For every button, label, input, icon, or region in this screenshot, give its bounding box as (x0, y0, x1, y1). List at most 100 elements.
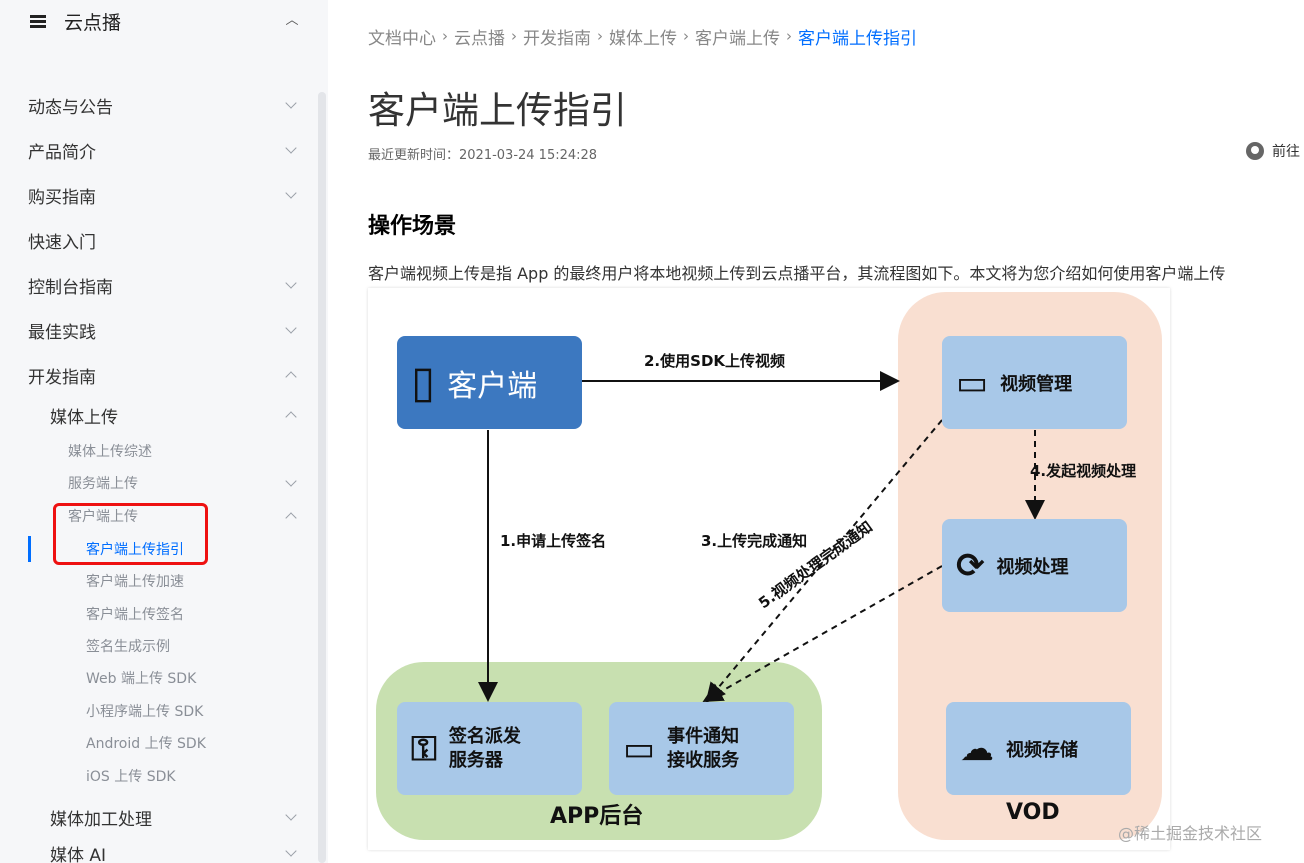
breadcrumb-item[interactable]: 文档中心 (368, 28, 436, 49)
sidebar-item-android-sdk[interactable]: Android 上传 SDK (86, 730, 298, 756)
sidebar-item-best-practice[interactable]: 最佳实践 (28, 315, 298, 345)
vod-region-label: VOD (1006, 800, 1060, 825)
chevron-down-icon (284, 278, 298, 292)
video-processing-label: 视频处理 (996, 556, 1069, 578)
active-indicator (28, 536, 31, 562)
chevron-right-icon: › (597, 27, 603, 45)
sidebar-item-miniprogram-sdk[interactable]: 小程序端上传 SDK (86, 698, 298, 724)
video-processing-box: ⟳ 视频处理 (942, 519, 1127, 612)
step1-label: 1.申请上传签名 (500, 532, 607, 550)
sign-server-label: 签名派发 服务器 (449, 725, 521, 773)
chevron-down-icon (284, 476, 298, 490)
sidebar-item-quickstart[interactable]: 快速入门 (28, 225, 298, 255)
chevron-right-icon: › (442, 27, 448, 45)
chevron-right-icon: › (511, 27, 517, 45)
event-service-box: ▭ 事件通知 接收服务 (609, 702, 794, 795)
sidebar-item-ios-sdk[interactable]: iOS 上传 SDK (86, 763, 298, 789)
window-icon: ▭ (956, 362, 989, 403)
sidebar-item-upload-accel[interactable]: 客户端上传加速 (86, 568, 298, 594)
sidebar-item-label: 购买指南 (28, 187, 96, 208)
sidebar-item-label: 签名生成示例 (86, 639, 170, 655)
chevron-up-icon (284, 368, 298, 382)
breadcrumb-item[interactable]: 媒体上传 (609, 28, 677, 49)
highlight-box (53, 503, 208, 565)
breadcrumb-current[interactable]: 客户端上传指引 (798, 28, 917, 49)
client-box: ▯ 客户端 (397, 336, 582, 429)
sidebar-item-label: 媒体上传 (50, 407, 118, 428)
hamburger-icon[interactable] (28, 13, 48, 29)
sidebar-item-dev-guide[interactable]: 开发指南 (28, 360, 298, 390)
sidebar-item-label: 服务端上传 (68, 476, 138, 492)
chevron-right-icon: › (786, 27, 792, 45)
sign-server-box: ⚿ 签名派发 服务器 (397, 702, 582, 795)
sidebar-header: 云点播 ︿ (28, 8, 303, 34)
github-link[interactable]: 前往 (1246, 141, 1300, 161)
sidebar-item-media-processing[interactable]: 媒体加工处理 (50, 802, 298, 832)
sign-server-line2: 服务器 (448, 749, 503, 771)
video-management-label: 视频管理 (1000, 373, 1073, 395)
sidebar-item-label: 小程序端上传 SDK (86, 704, 204, 720)
event-service-line1: 事件通知 (667, 725, 740, 747)
breadcrumb-item[interactable]: 云点播 (454, 28, 505, 49)
chevron-up-icon (284, 509, 298, 523)
sidebar-title: 云点播 (64, 11, 122, 34)
sidebar-item-server-upload[interactable]: 服务端上传 (68, 470, 298, 496)
event-service-label: 事件通知 接收服务 (667, 725, 739, 773)
cloud-download-icon: ☁ (960, 728, 994, 769)
sidebar-item-intro[interactable]: 产品简介 (28, 135, 298, 165)
video-storage-label: 视频存储 (1006, 739, 1078, 761)
sidebar-item-label: 控制台指南 (28, 277, 113, 298)
section-heading: 操作场景 (368, 214, 457, 239)
sidebar-item-news[interactable]: 动态与公告 (28, 90, 298, 120)
collapse-icon[interactable]: ︿ (285, 13, 299, 28)
phone-icon: ▯ (411, 357, 436, 408)
sidebar-item-label: 客户端上传 (68, 509, 138, 525)
sidebar-item-label: 媒体加工处理 (50, 809, 152, 830)
sidebar-item-upload-sign[interactable]: 客户端上传签名 (86, 601, 298, 627)
sidebar-item-sign-example[interactable]: 签名生成示例 (86, 633, 298, 659)
sidebar-item-media-ai[interactable]: 媒体 AI (50, 838, 298, 863)
sidebar-scrollbar[interactable] (318, 92, 326, 863)
sidebar-item-client-upload-guide[interactable]: 客户端上传指引 (86, 536, 298, 562)
chevron-down-icon (284, 323, 298, 337)
sidebar-item-label: 客户端上传指引 (86, 542, 184, 558)
sidebar-item-console[interactable]: 控制台指南 (28, 270, 298, 300)
breadcrumb: 文档中心 › 云点播 › 开发指南 › 媒体上传 › 客户端上传 › 客户端上传指引 (368, 24, 917, 49)
video-management-box: ▭ 视频管理 (942, 336, 1127, 429)
refresh-icon: ⟳ (956, 545, 985, 586)
monitor-icon: ▭ (623, 728, 656, 769)
page-title: 客户端上传指引 (368, 89, 627, 132)
sidebar-item-label: iOS 上传 SDK (86, 769, 176, 785)
chevron-up-icon (284, 408, 298, 422)
sidebar-item-label: 产品简介 (28, 142, 96, 163)
app-region-label: APP后台 (550, 804, 644, 829)
sidebar-item-label: 最佳实践 (28, 322, 96, 343)
sidebar-item-label: 客户端上传签名 (86, 607, 184, 623)
chevron-right-icon: › (683, 27, 689, 45)
sidebar: 云点播 ︿ 动态与公告 产品简介 购买指南 快速入门 控制台指南 最佳实践 开发… (0, 0, 328, 863)
chevron-down-icon (284, 143, 298, 157)
sidebar-item-client-upload[interactable]: 客户端上传 (68, 503, 298, 529)
sidebar-item-media-upload[interactable]: 媒体上传 (50, 400, 298, 430)
github-label: 前往 (1272, 144, 1300, 160)
breadcrumb-item[interactable]: 开发指南 (523, 28, 591, 49)
sign-server-line1: 签名派发 (448, 725, 521, 747)
intro-paragraph: 客户端视频上传是指 App 的最终用户将本地视频上传到云点播平台，其流程图如下。… (368, 264, 1226, 283)
sidebar-item-web-sdk[interactable]: Web 端上传 SDK (86, 665, 298, 691)
step4-label: 4.发起视频处理 (1030, 462, 1137, 480)
last-updated: 最近更新时间：2021-03-24 15:24:28 (368, 148, 598, 163)
sidebar-item-label: 开发指南 (28, 367, 96, 388)
flow-diagram: ▯ 客户端 ▭ 视频管理 ⟳ 视频处理 ☁ 视频存储 ⚿ 签名派发 服务器 ▭ … (368, 288, 1170, 850)
breadcrumb-item[interactable]: 客户端上传 (695, 28, 780, 49)
sidebar-item-upload-overview[interactable]: 媒体上传综述 (68, 438, 298, 464)
sidebar-item-label: 媒体上传综述 (68, 444, 152, 460)
chevron-down-icon (284, 810, 298, 824)
step2-label: 2.使用SDK上传视频 (644, 352, 786, 370)
watermark: @稀土掘金技术社区 (1118, 824, 1263, 843)
sidebar-item-purchase[interactable]: 购买指南 (28, 180, 298, 210)
sidebar-item-label: 快速入门 (28, 232, 96, 253)
chevron-down-icon (284, 188, 298, 202)
sidebar-item-label: Web 端上传 SDK (86, 671, 197, 687)
sidebar-item-label: 媒体 AI (50, 845, 107, 863)
sidebar-item-label: Android 上传 SDK (86, 736, 206, 752)
